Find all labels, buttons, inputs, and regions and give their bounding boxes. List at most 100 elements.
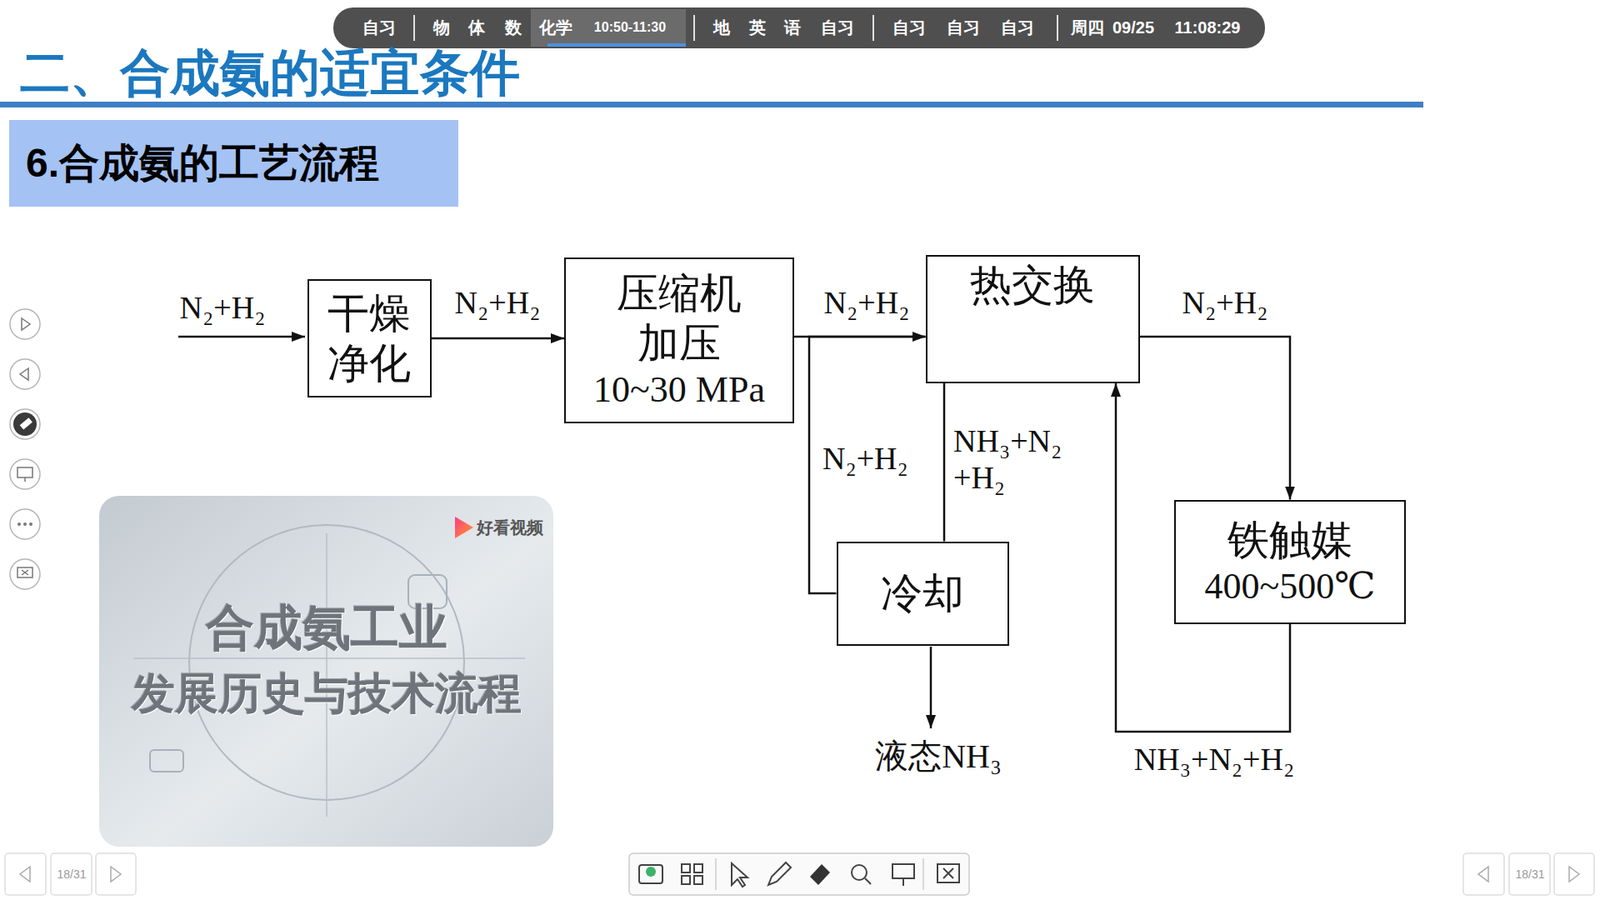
flow-connector xyxy=(943,383,946,542)
nav-button xyxy=(1554,853,1595,895)
schedule-separators xyxy=(414,15,1058,41)
dot xyxy=(23,522,27,526)
schedule-item: 物 xyxy=(433,18,450,38)
separator xyxy=(693,15,695,41)
process-box: 干燥 净化 xyxy=(307,279,432,398)
schedule-bar xyxy=(333,7,1265,49)
close-board-icon xyxy=(21,570,29,575)
schedule-item: 自习 xyxy=(1000,18,1035,38)
stream-label: N₂+H₂ xyxy=(822,285,912,322)
next-arrow xyxy=(1569,866,1580,882)
video-card xyxy=(99,495,554,847)
process-box: 铁触媒400~500℃ xyxy=(1174,500,1406,625)
schedule-item: 语 xyxy=(784,18,801,38)
slide-title: 二、合成氨的适宜条件 xyxy=(20,48,520,99)
stream-label: NH₃+N₂+H₂ xyxy=(1132,741,1296,779)
close-icon xyxy=(943,868,954,879)
dot xyxy=(29,522,33,526)
schedule-item: 自习 xyxy=(820,18,855,38)
box-label: 铁触媒 xyxy=(1227,515,1353,565)
schedule-item: 英 xyxy=(749,18,766,38)
grid-cell xyxy=(681,875,690,885)
schedule-item: 化学 xyxy=(539,18,573,38)
search-icon xyxy=(865,878,871,885)
section-heading: 6.合成氨的工艺流程 xyxy=(25,139,380,188)
process-box: 冷却 xyxy=(836,541,1010,646)
dot xyxy=(17,522,21,526)
box-label: 压缩机 加压 xyxy=(616,268,742,369)
eraser-icon-ground xyxy=(13,412,37,436)
tool-button xyxy=(10,559,40,590)
prev-arrow xyxy=(1478,866,1489,882)
tool-button xyxy=(10,409,40,440)
weekday: 周四 xyxy=(1070,18,1105,38)
inbox-icon xyxy=(645,866,656,877)
grid-icon xyxy=(681,864,703,885)
video-logo xyxy=(455,516,474,539)
date: 09/25 xyxy=(1112,18,1155,38)
subtitle-band: 6.合成氨的工艺流程 xyxy=(9,120,459,207)
page-box xyxy=(1509,853,1550,895)
inbox-icon xyxy=(639,865,663,884)
board-icon xyxy=(24,477,26,482)
tool-button xyxy=(10,309,40,340)
schedule-item: 地 xyxy=(713,18,730,38)
box-label: 热交换 xyxy=(970,260,1095,310)
outlet-arrow xyxy=(930,646,933,729)
prev-icon xyxy=(20,368,29,380)
box-label: 干燥 净化 xyxy=(327,288,411,389)
search-icon xyxy=(851,865,867,880)
page-box xyxy=(50,853,92,895)
nav-button xyxy=(95,853,136,895)
more-icon xyxy=(17,522,33,526)
close-icon xyxy=(937,864,960,883)
grid-cell xyxy=(681,864,690,873)
next-arrow xyxy=(110,866,121,882)
video-watermark: 好看视频 xyxy=(476,518,544,538)
tool-button xyxy=(10,359,40,390)
page-nav xyxy=(5,853,1595,895)
schedule-item: 自习 xyxy=(892,18,926,38)
box-value: 10~30 MPa xyxy=(593,368,765,413)
sketch-line xyxy=(133,657,525,660)
current-lesson-underline xyxy=(547,43,686,47)
nav-button xyxy=(5,853,46,895)
feed-label: N₂+H₂ xyxy=(180,290,266,327)
flow-connector xyxy=(431,337,565,340)
schedule-item: 数 xyxy=(505,18,522,38)
lesson-time: 10:50-11:30 xyxy=(594,20,666,35)
stream-label: N₂+H₂ xyxy=(453,285,543,322)
box-value: 400~500℃ xyxy=(1204,565,1375,610)
grid-cell xyxy=(694,864,703,873)
toolbar-ground xyxy=(629,853,970,895)
separator xyxy=(413,15,415,41)
product-label: 液态NH₃ xyxy=(875,737,1002,776)
stream-label: N₂+H₂ xyxy=(1180,285,1270,322)
grid-cell xyxy=(694,875,703,885)
tool-button xyxy=(10,459,40,490)
board-icon xyxy=(902,878,905,886)
box-label: 冷却 xyxy=(880,568,965,619)
pen-icon xyxy=(768,862,791,885)
bottom-toolbar xyxy=(629,853,970,895)
toolbar-divider xyxy=(715,858,717,890)
current-lesson-highlight xyxy=(530,9,686,47)
process-box: 压缩机 加压10~30 MPa xyxy=(564,257,795,424)
stream-label: N₂+H₂ xyxy=(820,440,910,478)
video-subtitle: 发展历史与技术流程 xyxy=(131,669,522,720)
board-icon xyxy=(892,864,915,879)
pointer-icon xyxy=(731,863,748,887)
board-icon xyxy=(17,467,33,478)
schedule-item: 自习 xyxy=(946,18,980,38)
eraser-icon xyxy=(20,417,33,430)
sketch-icon xyxy=(150,750,184,772)
close-board-icon xyxy=(17,567,33,578)
separator xyxy=(872,15,875,41)
schedule-item: 自习 xyxy=(362,18,396,38)
feed-arrow xyxy=(178,335,305,339)
eraser-icon xyxy=(810,864,830,885)
flow-connector xyxy=(1140,336,1291,500)
separator xyxy=(1056,15,1059,41)
nav-button xyxy=(1463,853,1505,895)
